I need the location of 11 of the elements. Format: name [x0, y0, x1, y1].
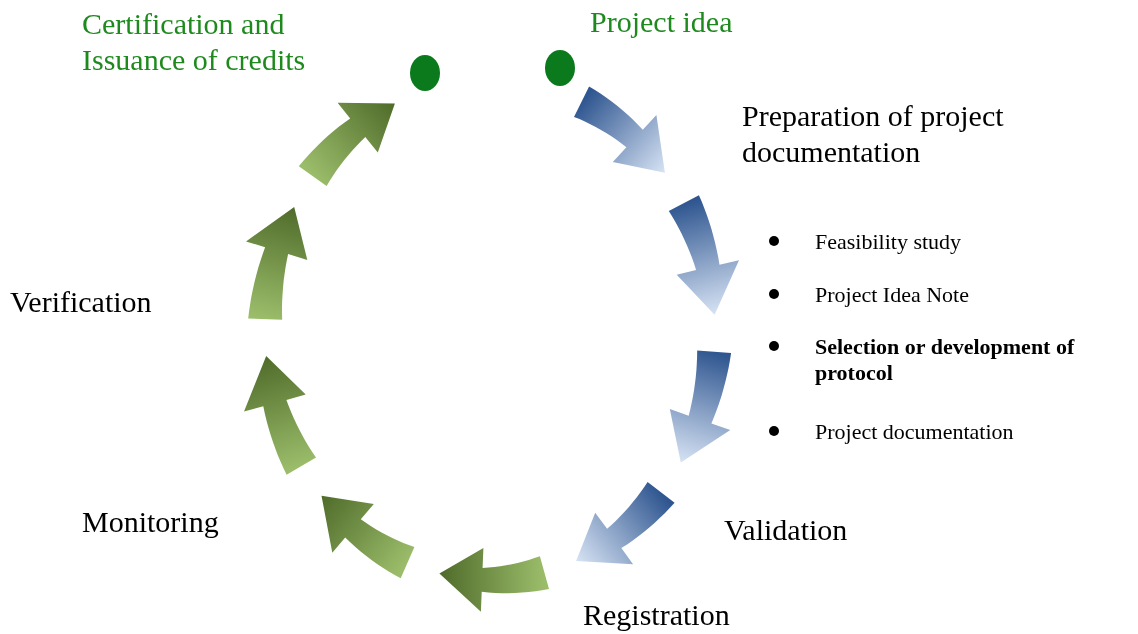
bullet-item: Selection or development of protocol: [815, 334, 1076, 387]
stage-label: Registration: [583, 597, 731, 633]
stage-label: Verification: [10, 284, 153, 320]
stage-label: Preparation of project documentation: [742, 98, 1005, 170]
bullet-item: Project documentation: [815, 419, 1015, 446]
stage-heading: Certification and Issuance of credits: [82, 6, 307, 78]
bullet-item: Project Idea Note: [815, 282, 970, 309]
stage-label: Monitoring: [82, 504, 220, 540]
bullet-item: Feasibility study: [815, 229, 963, 256]
stage-label: Validation: [724, 512, 849, 548]
stage-heading: Project idea: [590, 4, 734, 40]
